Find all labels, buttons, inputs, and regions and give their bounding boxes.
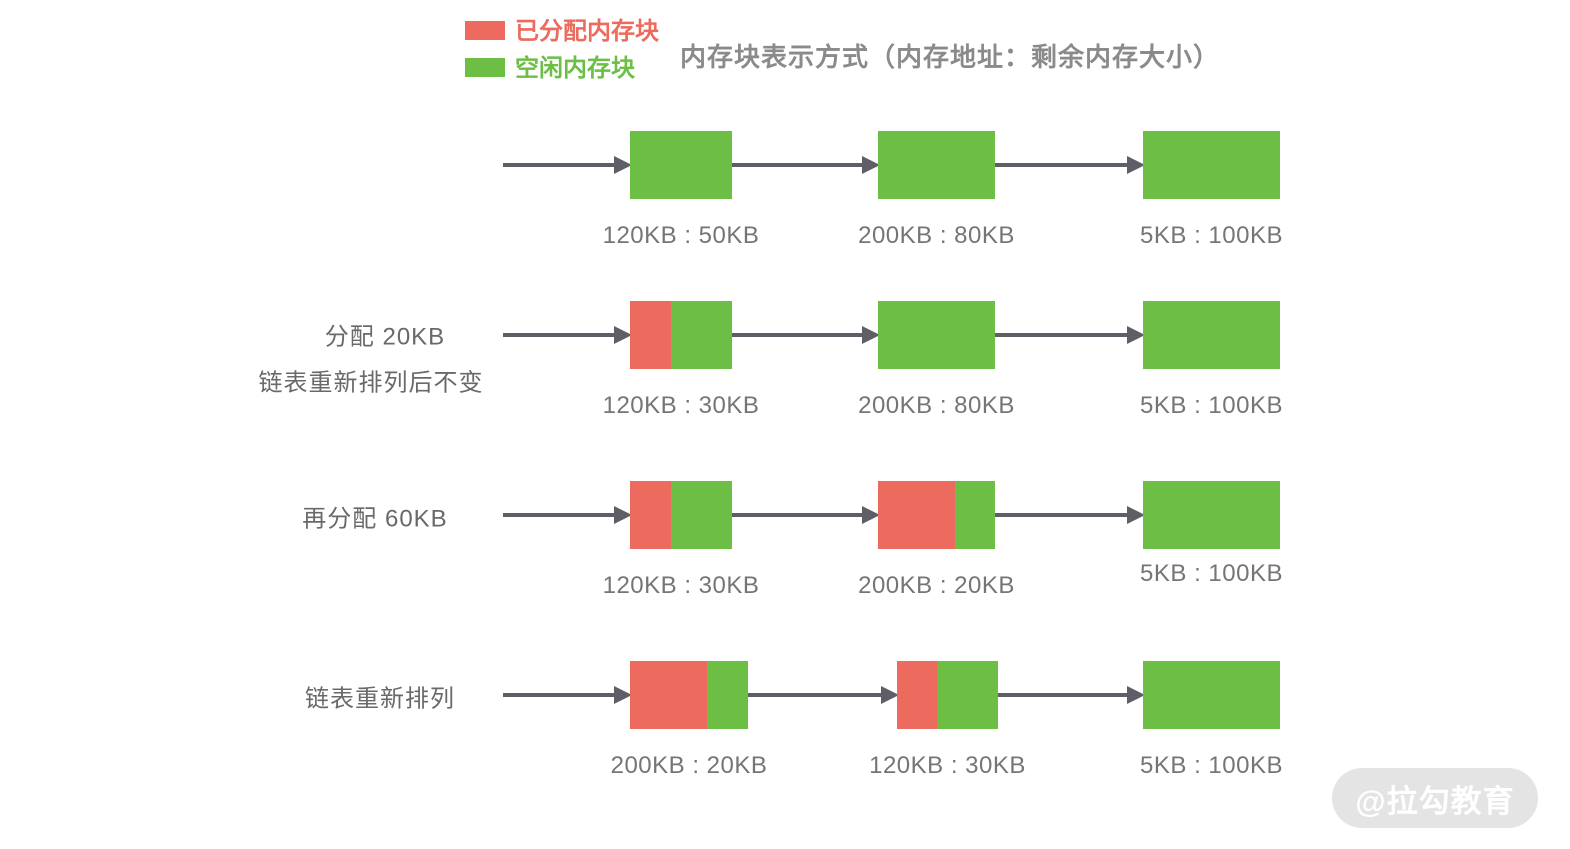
watermark-badge: @拉勾教育 [1332, 768, 1538, 828]
link-arrow-icon [503, 506, 632, 524]
memory-block [897, 661, 998, 729]
memory-block [1143, 301, 1280, 369]
free-segment [955, 481, 995, 549]
arrow-head-icon [881, 686, 899, 704]
legend-label-free: 空闲内存块 [515, 55, 635, 82]
block-caption: 120KB : 30KB [602, 572, 760, 599]
row-label: 分配 20KB [324, 323, 446, 351]
link-arrow-icon [503, 156, 632, 174]
arrow-head-icon [614, 686, 632, 704]
link-arrow-icon [748, 686, 899, 704]
memory-block [878, 301, 995, 369]
memory-block [878, 131, 995, 199]
free-segment [670, 481, 732, 549]
block-caption: 5KB : 100KB [1140, 392, 1283, 419]
link-arrow-icon [995, 506, 1145, 524]
block-caption: 200KB : 80KB [858, 392, 1015, 419]
arrow-head-icon [614, 156, 632, 174]
block-caption: 200KB : 20KB [858, 572, 1015, 599]
free-segment [1143, 301, 1280, 369]
memory-block [630, 661, 748, 729]
arrow-head-icon [614, 506, 632, 524]
memory-block [878, 481, 995, 549]
link-arrow-icon [732, 326, 880, 344]
watermark-label: @拉勾教育 [1355, 783, 1515, 819]
block-caption: 120KB : 50KB [602, 222, 760, 249]
block-caption: 5KB : 100KB [1140, 752, 1283, 779]
allocated-segment [878, 481, 956, 549]
memory-block [1143, 661, 1280, 729]
free-segment [670, 301, 732, 369]
arrow-head-icon [1127, 326, 1145, 344]
block-caption: 120KB : 30KB [602, 392, 760, 419]
memory-block [630, 481, 732, 549]
memory-block [630, 301, 732, 369]
arrow-head-icon [862, 506, 880, 524]
block-caption: 200KB : 20KB [610, 752, 768, 779]
allocated-segment [630, 301, 671, 369]
free-segment [878, 131, 995, 199]
allocated-block-swatch-icon [465, 21, 505, 40]
block-caption: 200KB : 80KB [858, 222, 1015, 249]
arrow-head-icon [1127, 686, 1145, 704]
free-segment [937, 661, 998, 729]
block-caption: 5KB : 100KB [1140, 560, 1283, 587]
free-segment [1143, 481, 1280, 549]
allocated-segment [630, 661, 707, 729]
arrow-head-icon [1127, 506, 1145, 524]
diagram-title: 内存块表示方式（内存地址：剩余内存大小） [679, 42, 1221, 72]
memory-block [1143, 131, 1280, 199]
allocated-segment [630, 481, 671, 549]
allocated-segment [897, 661, 938, 729]
link-arrow-icon [995, 326, 1145, 344]
memory-block [1143, 481, 1280, 549]
free-segment [706, 661, 748, 729]
arrow-head-icon [614, 326, 632, 344]
free-segment [630, 131, 732, 199]
memory-block [630, 131, 732, 199]
link-arrow-icon [995, 156, 1145, 174]
row-label: 链表重新排列后不变 [258, 369, 484, 397]
row-label: 链表重新排列 [305, 685, 455, 713]
free-segment [1143, 661, 1280, 729]
link-arrow-icon [732, 156, 880, 174]
free-block-swatch-icon [465, 58, 505, 77]
arrow-head-icon [862, 326, 880, 344]
legend-label-allocated: 已分配内存块 [515, 18, 659, 45]
link-arrow-icon [503, 686, 632, 704]
free-segment [878, 301, 995, 369]
block-caption: 120KB : 30KB [869, 752, 1026, 779]
block-caption: 5KB : 100KB [1140, 222, 1283, 249]
arrow-head-icon [1127, 156, 1145, 174]
link-arrow-icon [732, 506, 880, 524]
link-arrow-icon [503, 326, 632, 344]
free-segment [1143, 131, 1280, 199]
link-arrow-icon [998, 686, 1145, 704]
arrow-head-icon [862, 156, 880, 174]
row-label: 再分配 60KB [302, 505, 448, 533]
